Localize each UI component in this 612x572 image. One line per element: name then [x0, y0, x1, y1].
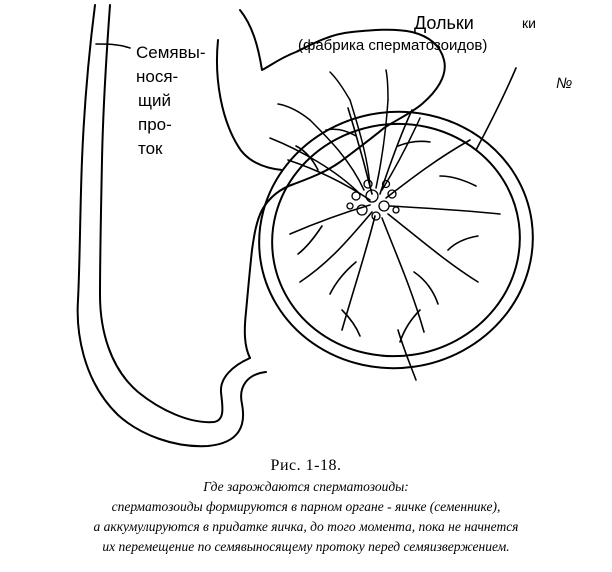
duct-label-line-4: про- — [138, 115, 172, 134]
epididymis-inner-edge — [215, 39, 283, 171]
duct-label-line-1: Семявы- — [136, 43, 206, 62]
figure-caption-line: их перемещение по семявыносящему протоку… — [102, 539, 510, 554]
lobules-pointer-line — [475, 67, 517, 151]
testis-capsule-outer — [258, 110, 534, 370]
duct-label-line-2: нося- — [136, 67, 178, 86]
efferent-ducts — [269, 69, 421, 195]
figure-caption-line: Где зарождаются сперматозоиды: — [203, 479, 409, 494]
duct-pointer-line — [95, 43, 131, 49]
epididymis-outline — [239, 9, 446, 359]
rete-testis-knot — [346, 179, 400, 221]
lobules-sublabel: (фабрика сперматозоидов) — [298, 37, 487, 54]
seminiferous-lobules — [287, 107, 501, 343]
duct-label-line-5: ток — [138, 139, 163, 158]
testis-capsule-inner — [271, 122, 521, 358]
top-right-fragment: ки — [522, 15, 536, 31]
figure-caption-title: Рис. 1-18. — [270, 457, 342, 474]
lobules-label: Дольки — [414, 13, 474, 33]
lower-pointer-line — [397, 329, 417, 381]
number-sign: № — [556, 75, 572, 92]
duct-inner-wall — [99, 4, 251, 424]
figure-caption-line: сперматозоиды формируются в парном орган… — [111, 499, 501, 514]
figure-caption-line: а аккумулируются в придатке яичка, до то… — [93, 519, 519, 534]
duct-outer-wall — [76, 4, 267, 448]
duct-label-line-3: щий — [138, 91, 171, 110]
